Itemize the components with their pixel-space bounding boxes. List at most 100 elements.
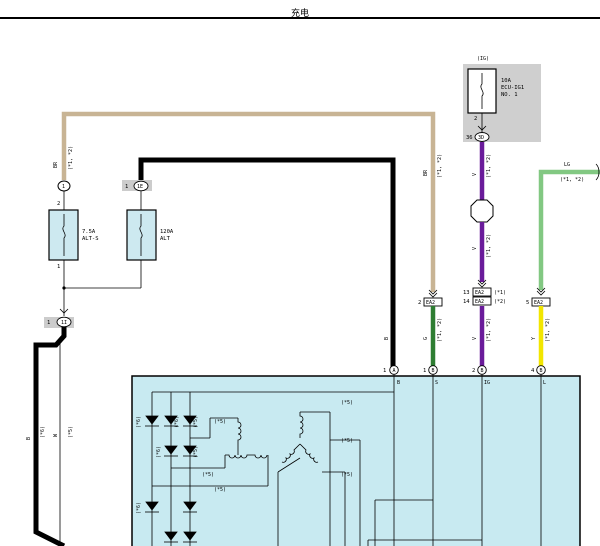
alt-pin-s-num: 1 xyxy=(423,368,426,374)
ig-fuse-arrow xyxy=(477,125,487,131)
fuse-alt-s-name: ALT-S xyxy=(82,236,99,242)
alt-pin-b-num: 1 xyxy=(383,368,386,374)
alt-pin-ig-num: 2 xyxy=(472,368,475,374)
splice-octagon xyxy=(470,199,494,223)
lg-top-note: (*1, *2) xyxy=(560,177,584,183)
black-right-label: B xyxy=(384,337,390,340)
alt-pin-l-num: 4 xyxy=(531,368,535,374)
tan-top-label: BR xyxy=(53,161,59,168)
title-rule xyxy=(0,17,600,19)
note-6: (*6) xyxy=(136,502,142,514)
purple-mid-note: (*1, *2) xyxy=(486,234,492,258)
connector-1e-pin: 1 xyxy=(125,184,128,190)
ig-fuse-name: ECU-IG1 xyxy=(501,85,524,91)
alt-pin-s-circle: B xyxy=(432,368,435,374)
l-arrow-a xyxy=(536,287,546,293)
yellow-low-note: (*1, *2) xyxy=(545,318,551,342)
tan-wire xyxy=(61,111,436,292)
note-1: (*6) xyxy=(136,416,142,428)
connector-1-label: 1 xyxy=(62,184,65,190)
purple-top-label: V xyxy=(472,173,478,176)
alt-pin-l-name: L xyxy=(543,380,546,386)
note-4: (*5) xyxy=(193,446,199,458)
alt-pin-b-circle: A xyxy=(393,368,396,374)
ea2-s-label: EA2 xyxy=(426,300,435,306)
rectifier-diodes xyxy=(145,415,197,543)
fuse-alt-s-element xyxy=(62,214,66,256)
alternator-panel xyxy=(131,375,581,546)
s-arrow-b xyxy=(428,292,438,298)
lg-top-label: LG xyxy=(564,162,570,168)
lg-wire-end xyxy=(595,163,600,181)
tan-right-note: (*1, *2) xyxy=(437,154,443,178)
connector-1i-pin: 1 xyxy=(47,320,50,326)
ea2-l-pin: 5 xyxy=(526,300,529,306)
connector-3d xyxy=(474,132,490,142)
connector-1i-label: 1I xyxy=(61,320,67,326)
alt-s-arrow xyxy=(59,308,69,314)
alt-pin-ig: 2 B IG xyxy=(472,365,490,546)
fuse-alt-s-pin-bottom: 1 xyxy=(57,264,60,270)
purple-top-note: (*1, *2) xyxy=(486,154,492,178)
alt-pin-ig-circle: B xyxy=(481,368,484,374)
alt-pin-b: 1 A B xyxy=(383,365,400,546)
purple-arrow-a xyxy=(477,279,487,285)
yellow-low-label: Y xyxy=(531,337,537,340)
alt-s-pin-top: 2 xyxy=(57,201,60,207)
purple-mid-label: V xyxy=(472,247,478,250)
note-5: (*6) xyxy=(156,446,162,458)
black-wire-left xyxy=(33,327,67,546)
fuse-alt-rating: 120A xyxy=(160,229,174,235)
note-10: (*5) xyxy=(341,400,353,406)
black-wire-main xyxy=(138,157,396,370)
black-left-note-b: W xyxy=(53,433,59,437)
fuse-alt-s xyxy=(48,209,79,261)
purple-low-note: (*1, *2) xyxy=(486,318,492,342)
ig-fuse-number: NO. 1 xyxy=(501,92,518,98)
alt-pin-l-circle: B xyxy=(540,368,543,374)
ea2-ig-b xyxy=(472,296,492,306)
alt-pin-l: 4 B L xyxy=(531,365,546,546)
ea2-ig-b-note: (*2) xyxy=(494,299,506,305)
tan-right-label: BR xyxy=(423,169,429,176)
ea2-ig-b-pin: 14 xyxy=(463,299,470,305)
ea2-ig-a xyxy=(472,287,492,297)
internal-notes: (*6) (*6) (*5) (*5) (*6) (*6) (*5) (*5) … xyxy=(136,400,353,514)
purple-low-label: V xyxy=(472,337,478,340)
title-bar: 充电 xyxy=(0,0,600,20)
ig-fuse-pin-top: 2 xyxy=(474,116,477,122)
l-arrow-b xyxy=(536,290,546,296)
ea2-ig-a-label: EA2 xyxy=(475,290,484,296)
fuse-alt-s-rating: 7.5A xyxy=(82,229,96,235)
s-arrow-a xyxy=(428,289,438,295)
note-9: (*5) xyxy=(214,487,226,493)
purple-arrow-b xyxy=(477,282,487,288)
alt-pin-s-name: S xyxy=(435,380,438,386)
ea2-l-label: EA2 xyxy=(534,300,543,306)
ea2-ig-a-pin: 13 xyxy=(463,290,470,296)
fuse-alt xyxy=(126,209,157,261)
junction-dot xyxy=(62,286,66,290)
ea2-ig-b-label: EA2 xyxy=(475,299,484,305)
note-7: (*5) xyxy=(214,419,226,425)
green-low-note: (*1, *2) xyxy=(437,318,443,342)
fuse-alt-name: ALT xyxy=(160,236,171,242)
black-left-label: B xyxy=(26,437,32,440)
connector-1i xyxy=(56,316,72,328)
alt-pin-b-name: B xyxy=(397,380,400,386)
note-12: (*5) xyxy=(341,472,353,478)
connector-1e xyxy=(133,180,149,192)
connector-3d-label: 3D xyxy=(478,135,484,141)
light-green-wire xyxy=(538,169,600,290)
note-2: (*6) xyxy=(174,416,180,428)
tan-top-note: (*1, *2) xyxy=(68,146,74,170)
connector-3d-pin: 36 xyxy=(466,135,473,141)
alt-pin-ig-name: IG xyxy=(484,380,490,386)
black-left-note-a: (*6) xyxy=(40,426,46,438)
alt-pin-s: 1 B S xyxy=(423,365,438,546)
ea2-s-pin: 2 xyxy=(418,300,421,306)
note-8: (*5) xyxy=(202,472,214,478)
note-11: (*5) xyxy=(341,438,353,444)
ig-fuse-tag: (IG) xyxy=(477,56,489,62)
